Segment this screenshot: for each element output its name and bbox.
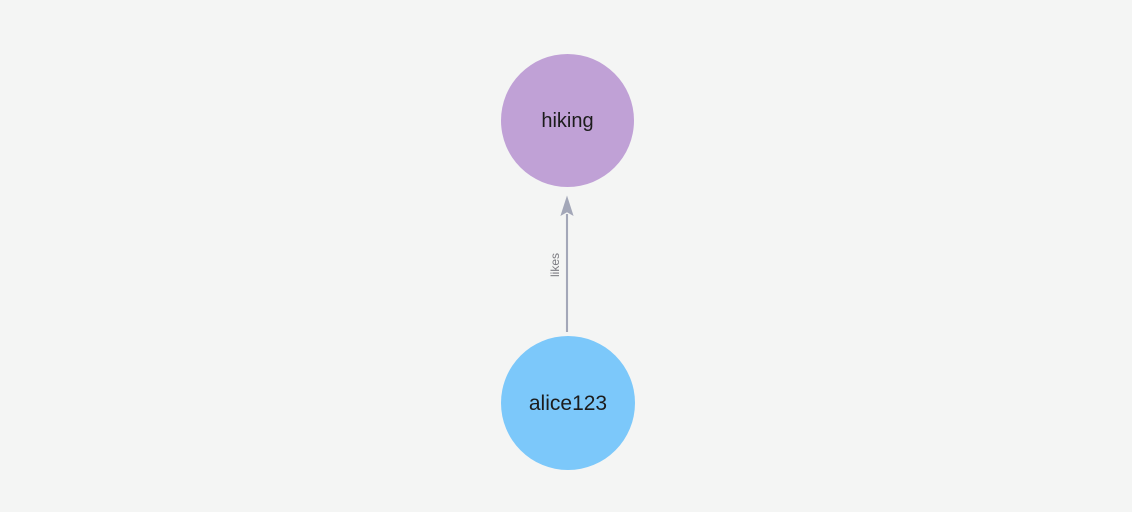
node-label-alice123: alice123 bbox=[528, 391, 608, 415]
graph-node-hiking[interactable]: hiking bbox=[501, 54, 634, 187]
node-label-hiking: hiking bbox=[541, 109, 594, 132]
edge-label-text: likes bbox=[547, 252, 562, 278]
edge-label-likes: likes bbox=[540, 243, 570, 287]
edge-alice123-likes-hiking[interactable] bbox=[560, 195, 574, 333]
arrowhead-up-icon bbox=[560, 195, 574, 216]
graph-node-alice123[interactable]: alice123 bbox=[501, 336, 635, 470]
